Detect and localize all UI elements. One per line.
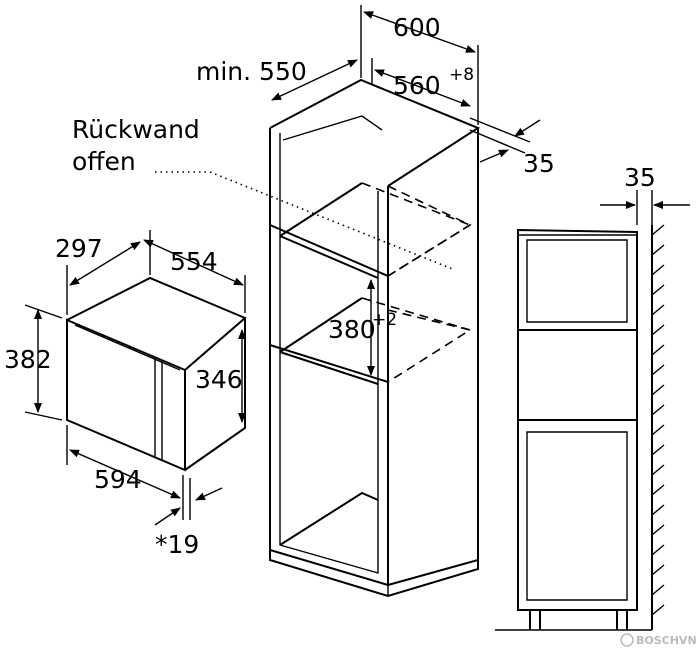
mw-346-label: 346 [195,365,243,394]
dim-side-35 [600,190,690,225]
rear-35-label: 35 [523,149,555,178]
mw-297-label: 297 [55,234,103,263]
dim-rear-35 [469,117,541,163]
min-550-label: min. 550 [196,57,307,86]
microwave-unit [66,276,247,472]
side-35-label: 35 [624,163,656,192]
niche-380-label: 380 [328,315,376,344]
tall-cabinet [269,78,481,598]
niche-380-tolerance: +2 [372,310,397,330]
dim-594 [66,425,184,520]
watermark: BOSCHVN [636,634,697,647]
offen-label: offen [72,147,136,176]
mw-19-label: *19 [155,530,199,559]
depth-560-tolerance: +8 [449,65,474,85]
dim-600 [360,5,479,125]
dim-min-550 [271,59,358,101]
mw-594-label: 594 [94,465,142,494]
dim-554 [143,239,246,313]
rueckwand-label: Rückwand [72,115,200,144]
mw-554-label: 554 [170,247,218,276]
rueckwand-leader [155,171,456,271]
dim-19 [154,478,223,526]
width-600-label: 600 [393,13,441,42]
dim-560 [371,58,471,107]
mw-382-label: 382 [4,345,52,374]
watermark-logo-icon [620,633,634,647]
depth-560-label: 560 [393,71,441,100]
side-view-cabinet [495,224,665,631]
